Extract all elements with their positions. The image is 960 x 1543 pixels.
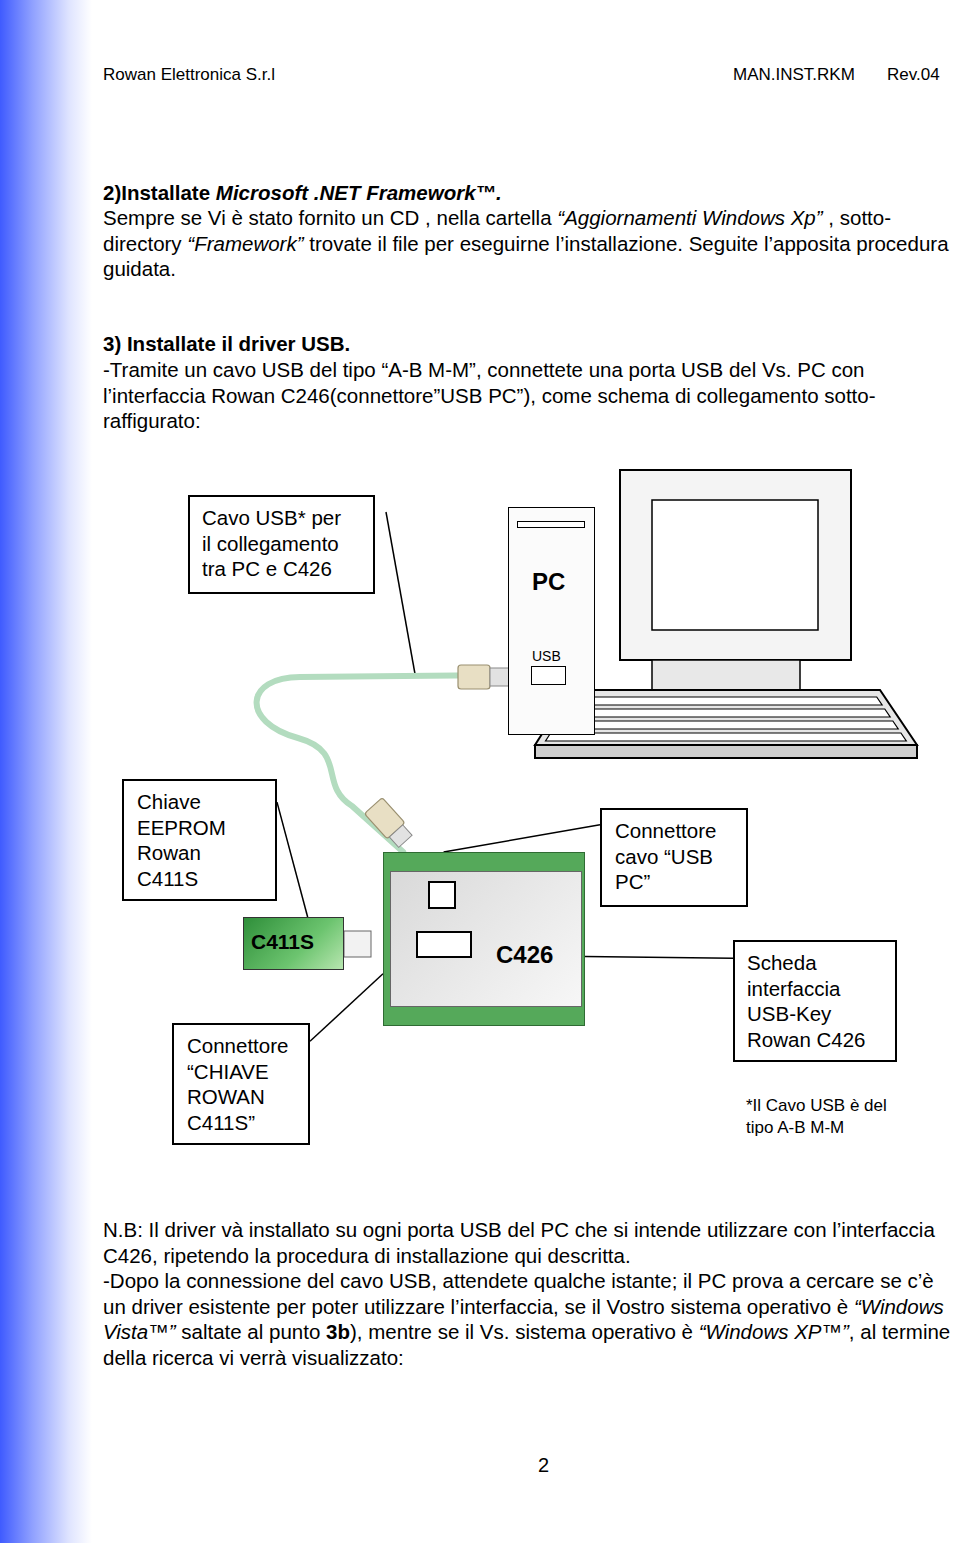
- key-row: [553, 721, 898, 729]
- callout-box: Cavo USB* per il collegamento tra PC e C…: [188, 495, 375, 594]
- leader-line: [585, 956, 733, 958]
- node-text: Cavo USB* per il collegamento tra PC e C…: [202, 505, 352, 582]
- text-run: “Framework”: [187, 232, 303, 255]
- paragraph: -Dopo la connessione del cavo USB, atten…: [103, 1268, 956, 1370]
- callout-box: Connettore cavo “USB PC”: [600, 808, 748, 907]
- text-run: ), mentre se il Vs. sistema operativo è: [350, 1320, 693, 1343]
- text-run: “Aggiornamenti Windows Xp”: [557, 206, 822, 229]
- node-text: USB: [532, 648, 561, 664]
- key-metal-tab: [344, 931, 371, 957]
- interface-board: C426: [383, 852, 585, 1026]
- monitor-stand: [652, 660, 800, 690]
- leader-line: [444, 825, 600, 852]
- usb-a-plug-tip: [490, 668, 510, 686]
- node-text: C411S: [251, 930, 314, 954]
- text-run: Sempre se Vi è stato fornito un CD , nel…: [103, 206, 552, 229]
- usb-b-plug-tip: [389, 825, 412, 847]
- node-text: Connettore cavo “USB PC”: [615, 818, 735, 895]
- eeprom-key: C411S: [243, 917, 344, 970]
- callout-box: Connettore “CHIAVE ROWAN C411S”: [172, 1023, 310, 1145]
- paragraph: Sempre se Vi è stato fornito un CD , nel…: [103, 205, 956, 282]
- page-number: 2: [538, 1453, 549, 1477]
- header-revision: Rev.04: [887, 65, 940, 85]
- node-text: PC: [532, 568, 565, 596]
- key-row: [561, 709, 890, 717]
- monitor-screen: [652, 500, 818, 630]
- text-run: -Dopo la connessione del cavo USB, atten…: [103, 1269, 934, 1318]
- header-doc-code: MAN.INST.RKM: [733, 65, 855, 85]
- text-run: saltate al punto: [181, 1320, 320, 1343]
- callout-box: Scheda interfaccia USB-Key Rowan C426: [733, 940, 897, 1062]
- section-heading: 2)Installate Microsoft .NET Framework™.: [103, 180, 956, 206]
- footnote: *Il Cavo USB è del tipo A-B M-M: [746, 1095, 914, 1139]
- text-run: 3) Installate il driver USB.: [103, 332, 350, 355]
- pc-tower: PC USB: [508, 507, 595, 735]
- leader-line: [277, 802, 308, 917]
- text-run: “Windows XP™”: [699, 1320, 849, 1343]
- text-run: Microsoft .NET Framework™.: [216, 181, 502, 204]
- text-run: 3b: [326, 1320, 350, 1343]
- key-socket: [416, 931, 472, 958]
- node-text: Chiave EEPROM Rowan C411S: [137, 789, 247, 891]
- monitor-frame: [620, 470, 851, 660]
- node-text: Connettore “CHIAVE ROWAN C411S”: [187, 1033, 305, 1135]
- leader-line: [310, 974, 383, 1042]
- key-row: [568, 697, 882, 705]
- side-gradient-bar: [0, 0, 92, 1543]
- usb-a-plug-body: [458, 665, 490, 689]
- usb-b-plug: [364, 798, 414, 850]
- usb-cable: [257, 675, 508, 852]
- header-company: Rowan Elettronica S.r.l: [103, 65, 275, 85]
- node-text: Scheda interfaccia USB-Key Rowan C426: [747, 950, 882, 1052]
- drive-slot: [517, 521, 585, 528]
- section-heading: 3) Installate il driver USB.: [103, 331, 956, 357]
- text-run: 2)Installate: [103, 181, 210, 204]
- node-text: C426: [496, 941, 553, 969]
- paragraph: -Tramite un cavo USB del tipo “A-B M-M”,…: [103, 357, 956, 434]
- leader-line: [386, 512, 415, 674]
- keyboard-keys: [546, 697, 907, 741]
- keyboard-edge: [535, 745, 917, 758]
- key-row: [546, 733, 907, 741]
- usb-b-socket: [428, 881, 456, 909]
- text-run: -Tramite un cavo USB del tipo “A-B M-M”,…: [103, 358, 876, 432]
- usb-port: [531, 666, 566, 685]
- callout-box: Chiave EEPROM Rowan C411S: [122, 779, 277, 901]
- text-run: N.B: Il driver và installato su ogni por…: [103, 1218, 935, 1267]
- paragraph: N.B: Il driver và installato su ogni por…: [103, 1217, 956, 1268]
